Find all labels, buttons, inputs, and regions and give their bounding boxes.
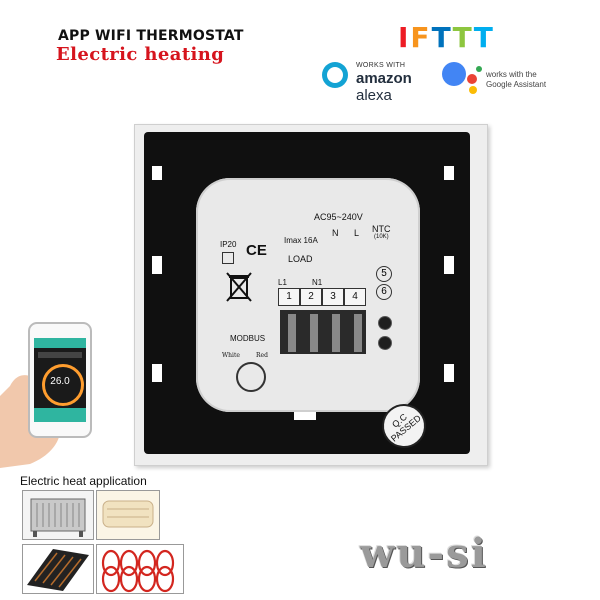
ifttt-letter: I xyxy=(398,21,409,54)
radiator-image xyxy=(22,490,94,540)
red-label: Red xyxy=(256,352,268,359)
smartphone: 26.0 xyxy=(28,322,92,438)
google-line1: works with the xyxy=(486,70,537,79)
brand-logo: wu-si xyxy=(360,530,488,577)
terminal-3: 3 xyxy=(322,288,344,306)
modbus-port xyxy=(236,362,266,392)
terminal-4: 4 xyxy=(344,288,366,306)
google-line2: Google Assistant xyxy=(486,80,547,89)
alexa-badge: WORKS WITH amazon alexa xyxy=(322,60,432,104)
screw-icon xyxy=(378,336,392,350)
ip-rating: IP20 xyxy=(220,240,237,249)
alexa-label: amazon alexa xyxy=(356,70,432,104)
terminal-1: 1 xyxy=(278,288,300,306)
ifttt-letter: T xyxy=(473,21,493,54)
l-label: L xyxy=(354,228,360,238)
n1-label: N1 xyxy=(312,278,323,287)
ifttt-letter: T xyxy=(452,21,472,54)
heating-blanket-image xyxy=(96,490,160,540)
application-title: Electric heat application xyxy=(20,474,147,488)
voltage-label: AC95~240V xyxy=(314,212,363,222)
google-assistant-text: works with the Google Assistant xyxy=(486,70,566,90)
alexa-brand: amazon xyxy=(356,70,412,87)
heating-film-image xyxy=(22,544,94,594)
phone-temperature: 26.0 xyxy=(50,376,70,387)
l1-label: L1 xyxy=(278,278,287,287)
alexa-icon xyxy=(322,62,348,88)
google-assistant-icon xyxy=(442,60,482,96)
weee-bin-icon xyxy=(226,272,252,302)
ntc-sub-label: (10K) xyxy=(374,234,389,240)
terminal-2: 2 xyxy=(300,288,322,306)
n-label: N xyxy=(332,228,339,238)
phone-screen: 26.0 xyxy=(34,338,86,422)
ntc-label: NTC xyxy=(372,224,391,234)
screw-icon xyxy=(378,316,392,330)
wiring-module: IP20 CE Imax 16A AC95~240V N L LOAD L1 N… xyxy=(196,178,420,412)
alexa-works-with: WORKS WITH xyxy=(356,62,406,69)
white-label: White xyxy=(222,352,240,359)
ifttt-logo: I F T T T xyxy=(398,24,493,52)
ce-mark: CE xyxy=(246,242,267,259)
load-label: LOAD xyxy=(288,254,313,264)
imax-label: Imax 16A xyxy=(284,236,318,245)
header-subtitle: Electric heating xyxy=(56,44,225,65)
alexa-word: alexa xyxy=(356,87,392,104)
header-title: APP WIFI THERMOSTAT xyxy=(58,28,244,44)
heating-cable-image xyxy=(96,544,184,594)
modbus-label: MODBUS xyxy=(230,334,266,343)
ip-box-icon xyxy=(222,252,234,264)
ifttt-letter: F xyxy=(410,21,430,54)
terminal-6: 6 xyxy=(376,284,392,300)
ifttt-letter: T xyxy=(431,21,451,54)
terminal-5: 5 xyxy=(376,266,392,282)
